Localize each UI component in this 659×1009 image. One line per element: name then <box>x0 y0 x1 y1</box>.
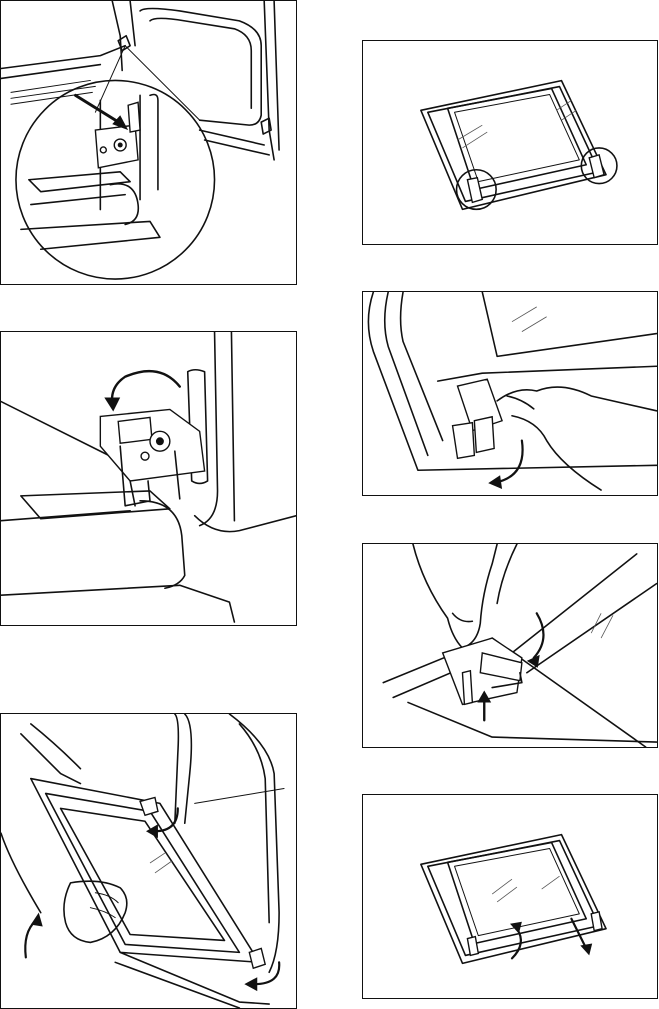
hinge-lever-illustration <box>1 332 296 625</box>
figure-door-removal <box>0 713 297 1009</box>
figure-clip-reinstall <box>362 543 658 748</box>
hand-icon <box>497 387 656 411</box>
curved-arrow-icon <box>25 921 35 958</box>
clip-reinstall-illustration <box>363 544 657 747</box>
figure-glass-insert <box>362 794 658 999</box>
glass-clips-illustration <box>363 41 657 244</box>
curved-arrow-icon <box>534 613 544 658</box>
door-removal-illustration <box>1 714 296 1008</box>
arrow-icon <box>76 95 121 123</box>
glass-insert-illustration <box>363 795 657 998</box>
curved-arrow-icon <box>112 371 180 403</box>
figure-hinge-lock <box>0 0 297 285</box>
hinge-lock-illustration <box>1 1 296 284</box>
hand-icon <box>413 544 497 648</box>
figure-hinge-lever <box>0 331 297 626</box>
curved-arrow-icon <box>497 441 522 483</box>
figure-clip-release <box>362 291 658 496</box>
clip-release-illustration <box>363 292 657 495</box>
figure-glass-clips <box>362 40 658 245</box>
